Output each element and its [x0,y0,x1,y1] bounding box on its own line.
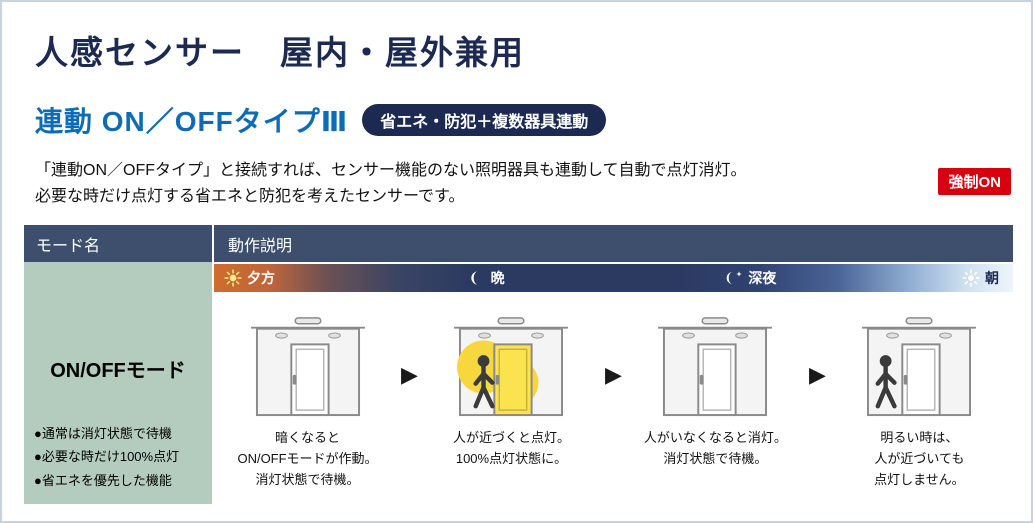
timeline-item-night: 晩 [470,268,505,288]
mode-name-column-header: モード名 [24,225,214,263]
timeline-item-midnight: 深夜 [725,268,776,288]
arrow-right-icon: ▶ [401,362,418,388]
timeline-label: 晩 [490,270,505,287]
moon-star-icon [727,271,743,285]
description-column-header: 動作説明 [228,237,293,255]
step-standby: 暗くなると ON/OFFモードが作動。 消灯状態で待機。 [224,312,392,490]
step-light-off: 人がいなくなると消灯。 消灯状態で待機。 [631,312,799,470]
table-header-row: モード名 動作説明 [24,225,1013,263]
table-body-row: ON/OFFモード ●通常は消灯状態で待機 ●必要な時だけ100%点灯 ●省エネ… [24,262,1013,505]
step-daytime-no-light: 明るい時は、 人が近づいても 点灯しません。 [835,312,1003,490]
description-line-2: 必要な時だけ点灯する省エネと防犯を考えたセンサーです。 [35,187,465,205]
arrow-right-icon: ▶ [604,362,622,388]
step-caption: 明るい時は、 人が近づいても 点灯しません。 [874,430,965,487]
time-of-day-bar: 夕方 晩 深夜 [214,262,1013,293]
doorway-dark-illustration [250,317,365,417]
step-light-on: 人が近づくと点灯。 100%点灯状態に。 [427,312,595,470]
operation-steps: 暗くなると ON/OFFモードが作動。 消灯状態で待機。 ▶ [214,292,1013,504]
step-caption: 人がいなくなると消灯。 消灯状態で待機。 [643,430,787,466]
sun-icon [224,269,242,287]
feature-badge: 省エネ・防犯＋複数器具連動 [362,104,607,136]
person-icon [473,355,496,409]
doorway-dark-illustration [658,317,773,417]
description-text: 「連動ON／OFFタイプ」と接続すれば、センサー機能のない照明器具も連動して自動… [35,158,915,209]
product-type-title: 連動 ON／OFFタイプⅢ [35,106,349,137]
moon-icon [471,271,478,285]
subtitle-row: 連動 ON／OFFタイプⅢ 省エネ・防犯＋複数器具連動 [35,100,1031,140]
description-line-1: 「連動ON／OFFタイプ」と接続すれば、センサー機能のない照明器具も連動して自動… [35,162,747,179]
mode-cell: ON/OFFモード ●通常は消灯状態で待機 ●必要な時だけ100%点灯 ●省エネ… [24,262,214,505]
mode-name-label: ON/OFFモード [50,360,186,383]
page-title: 人感センサー 屋内・屋外兼用 [35,34,525,71]
step-caption: 人が近づくと点灯。 100%点灯状態に。 [452,430,570,466]
timeline-item-evening: 夕方 [224,268,275,288]
timeline-label: 朝 [985,270,999,287]
mode-feature-item: ●省エネを優先した機能 [34,472,172,488]
doorway-lit-illustration [454,317,569,417]
mode-feature-item: ●必要な時だけ100%点灯 [34,449,180,465]
step-caption: 暗くなると ON/OFFモードが作動。 消灯状態で待機。 [237,430,378,487]
person-icon [875,355,898,409]
arrow-right-icon: ▶ [808,362,826,388]
timeline-label: 夕方 [247,270,275,287]
timeline-item-morning: 朝 [962,268,999,288]
operation-description-cell: 夕方 晩 深夜 [214,262,1013,505]
doorway-daytime-illustration [862,317,977,417]
forced-on-badge: 強制ON [938,168,1011,195]
mode-feature-list: ●通常は消灯状態で待機 ●必要な時だけ100%点灯 ●省エネを優先した機能 [24,422,212,504]
mode-feature-item: ●通常は消灯状態で待機 [34,426,172,442]
morning-sun-icon [962,269,980,287]
mode-table: モード名 動作説明 ON/OFFモード ●通常は消灯状態で待機 ●必要な時だけ1… [24,225,1013,505]
timeline-label: 深夜 [748,270,777,287]
